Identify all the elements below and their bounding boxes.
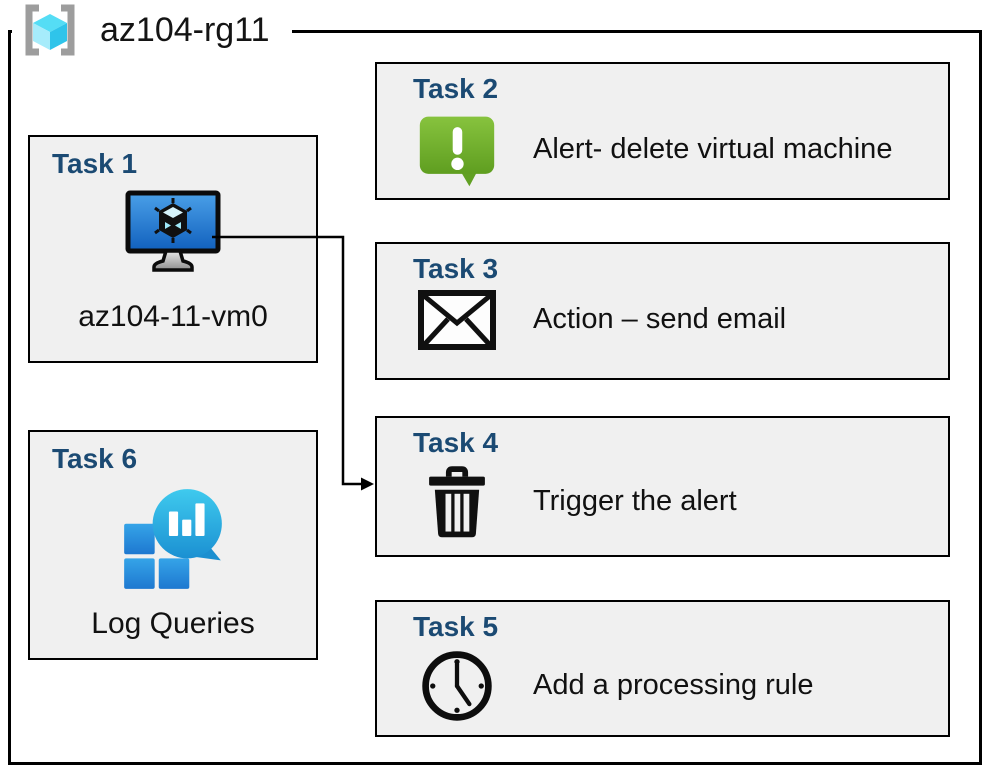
task-5-label: Add a processing rule: [533, 669, 814, 702]
task-6-box: Task 6 Log Q: [28, 430, 318, 660]
task-5-box: Task 5 Add a processing rule: [375, 600, 950, 737]
task-3-box: Task 3 Action – send email: [375, 242, 950, 380]
alert-message-icon: [415, 109, 499, 191]
task-3-title: Task 3: [413, 253, 499, 284]
resource-group-icon: [18, 2, 82, 58]
task-4-box: Task 4 Trigger the alert: [375, 416, 950, 557]
task-3-label: Action – send email: [533, 303, 787, 336]
clock-icon: [415, 647, 499, 725]
task-6-label: Log Queries: [91, 606, 255, 640]
resource-group-legend: az104-rg11: [12, 2, 292, 62]
resource-group-name: az104-rg11: [100, 10, 270, 49]
task-4-label: Trigger the alert: [533, 485, 737, 518]
task-6-title: Task 6: [52, 443, 138, 474]
log-analytics-icon: [116, 483, 230, 593]
email-envelope-icon: [415, 289, 499, 351]
task-1-box: Task 1: [28, 135, 318, 363]
task-2-label: Alert- delete virtual machine: [533, 133, 893, 166]
task-2-title: Task 2: [413, 73, 499, 104]
task-1-title: Task 1: [52, 148, 138, 179]
task-2-box: Task 2 Alert- delete virtual machine: [375, 62, 950, 200]
virtual-machine-icon: [125, 190, 221, 274]
task-4-title: Task 4: [413, 427, 499, 458]
trash-can-icon: [415, 459, 499, 545]
task-5-title: Task 5: [413, 611, 499, 642]
task-1-label: az104-11-vm0: [78, 299, 268, 333]
